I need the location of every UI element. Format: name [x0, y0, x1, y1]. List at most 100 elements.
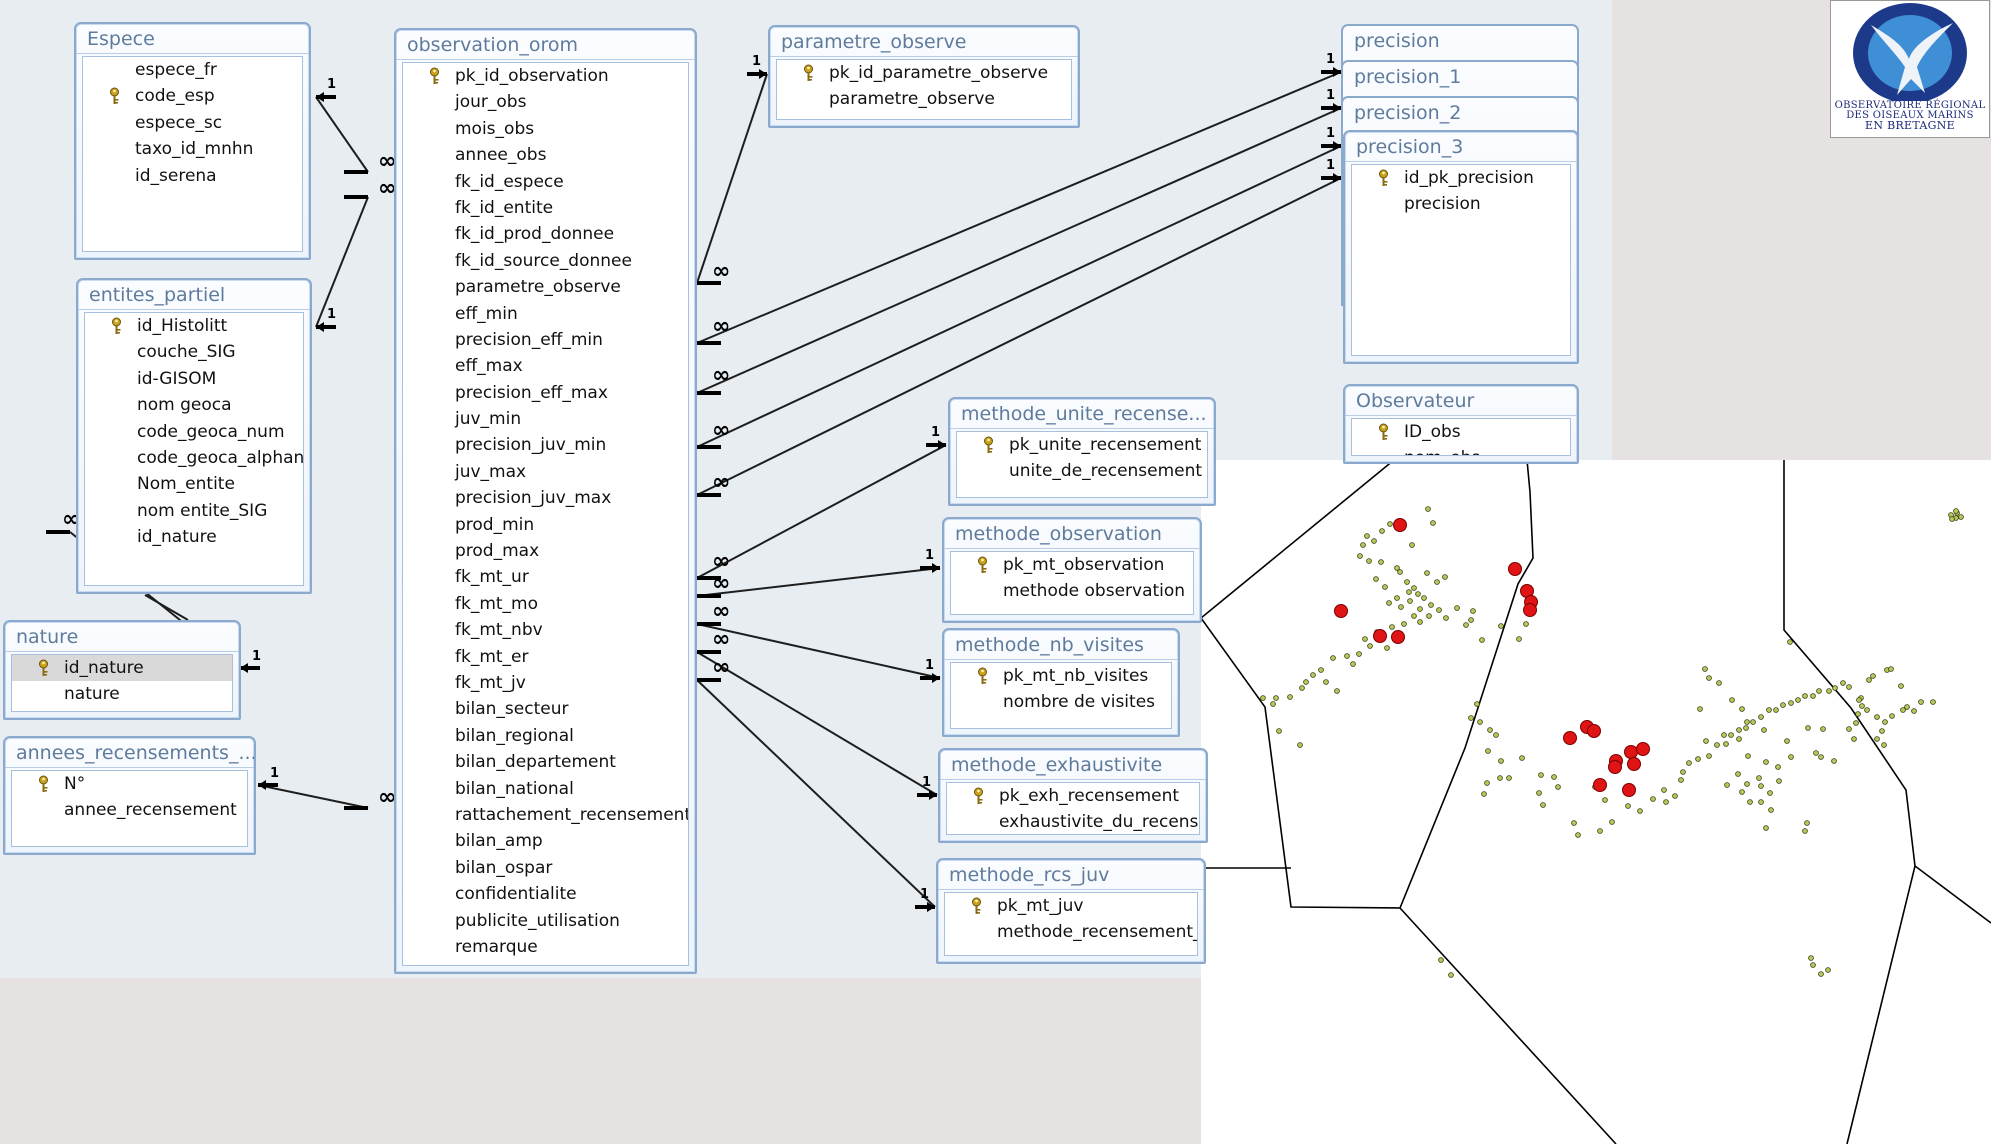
- field-row[interactable]: code_geoca_num: [85, 419, 303, 445]
- field-row[interactable]: nature: [12, 681, 232, 707]
- field-row[interactable]: espece_sc: [83, 110, 302, 136]
- field-row[interactable]: id_nature: [12, 655, 232, 682]
- small-colony-point: [1299, 685, 1305, 691]
- field-row[interactable]: bilan_amp: [403, 828, 688, 854]
- field-row[interactable]: methode_recensement_j: [945, 919, 1197, 945]
- field-row[interactable]: bilan_ospar: [403, 855, 688, 881]
- field-row[interactable]: annee_recensement: [12, 797, 247, 823]
- field-row[interactable]: fk_id_prod_donnee: [403, 221, 688, 247]
- field-row[interactable]: publicite_utilisation: [403, 908, 688, 934]
- field-row[interactable]: id_nature: [85, 524, 303, 550]
- field-row[interactable]: juv_min: [403, 406, 688, 432]
- field-row[interactable]: nom entite_SIG: [85, 498, 303, 524]
- field-row[interactable]: prod_min: [403, 512, 688, 538]
- field-row[interactable]: fk_id_entite: [403, 195, 688, 221]
- field-row[interactable]: id_pk_precision: [1352, 165, 1570, 191]
- small-colony-point: [1637, 808, 1643, 814]
- field-row[interactable]: fk_mt_mo: [403, 591, 688, 617]
- field-row[interactable]: nombre de visites: [951, 689, 1171, 715]
- field-row[interactable]: confidentialite: [403, 881, 688, 907]
- field-row[interactable]: precision_eff_max: [403, 380, 688, 406]
- primary-key-icon: [112, 317, 121, 334]
- field-row[interactable]: fk_mt_jv: [403, 670, 688, 696]
- field-row[interactable]: couche_SIG: [85, 339, 303, 365]
- field-row[interactable]: fk_id_espece: [403, 169, 688, 195]
- field-row[interactable]: unite_de_recensement: [957, 458, 1207, 484]
- field-row[interactable]: precision_juv_max: [403, 485, 688, 511]
- field-row[interactable]: bilan_departement: [403, 749, 688, 775]
- field-row[interactable]: id_serena: [83, 163, 302, 189]
- field-row[interactable]: bilan_national: [403, 776, 688, 802]
- field-row[interactable]: nom geoca: [85, 392, 303, 418]
- field-row[interactable]: fk_mt_er: [403, 644, 688, 670]
- field-row[interactable]: nom_obs: [1352, 445, 1570, 455]
- field-row[interactable]: pk_id_observation: [403, 63, 688, 89]
- field-row[interactable]: precision: [1352, 191, 1570, 217]
- field-row[interactable]: remarque: [403, 934, 688, 960]
- field-row[interactable]: id_Histolitt: [85, 313, 303, 339]
- field-row[interactable]: juv_max: [403, 459, 688, 485]
- field-row[interactable]: precision_juv_min: [403, 432, 688, 458]
- field-row[interactable]: code_geoca_alphanu: [85, 445, 303, 471]
- field-row[interactable]: id-GISOM: [85, 366, 303, 392]
- field-row[interactable]: fk_mt_nbv: [403, 617, 688, 643]
- field-row[interactable]: eff_max: [403, 353, 688, 379]
- field-name: ID_obs: [1404, 422, 1461, 442]
- field-row[interactable]: jour_obs: [403, 89, 688, 115]
- field-row[interactable]: methode observation: [951, 578, 1193, 604]
- field-row[interactable]: taxo_id_mnhn: [83, 136, 302, 162]
- field-row[interactable]: prod_max: [403, 538, 688, 564]
- field-row[interactable]: Nom_entite: [85, 471, 303, 497]
- small-colony-point: [1371, 538, 1377, 544]
- relationship-cardinality-labels: 1∞1∞1∞1∞1∞1∞1∞1∞1∞1∞1∞1∞1∞1∞: [62, 52, 1341, 912]
- field-list[interactable]: N°annee_recensement: [11, 770, 248, 847]
- field-row[interactable]: precision_eff_min: [403, 327, 688, 353]
- field-row[interactable]: parametre_observe: [403, 274, 688, 300]
- field-row[interactable]: fk_mt_ur: [403, 564, 688, 590]
- field-row[interactable]: ID_obs: [1352, 419, 1570, 445]
- field-row[interactable]: annee_obs: [403, 142, 688, 168]
- field-row[interactable]: pk_unite_recensement: [957, 432, 1207, 458]
- field-row[interactable]: pk_mt_nb_visites: [951, 663, 1171, 689]
- field-row[interactable]: espece_fr: [83, 57, 302, 83]
- field-row[interactable]: exhaustivite_du_recense: [947, 809, 1199, 834]
- table-mt-ur[interactable]: methode_unite_recense...pk_unite_recense…: [948, 397, 1216, 506]
- field-row[interactable]: bilan_regional: [403, 723, 688, 749]
- field-row[interactable]: mois_obs: [403, 116, 688, 142]
- field-list[interactable]: ID_obs nom_obs: [1351, 418, 1571, 456]
- field-row[interactable]: fk_id_source_donnee: [403, 248, 688, 274]
- field-row[interactable]: N°: [12, 771, 247, 797]
- field-row[interactable]: bilan_secteur: [403, 696, 688, 722]
- field-row[interactable]: eff_min: [403, 301, 688, 327]
- field-row[interactable]: pk_mt_observation: [951, 552, 1193, 578]
- field-row[interactable]: pk_id_parametre_observe: [777, 60, 1071, 86]
- field-row[interactable]: parametre_observe: [777, 86, 1071, 112]
- field-row[interactable]: code_esp: [83, 83, 302, 109]
- field-row[interactable]: rattachement_recensement: [403, 802, 688, 828]
- field-row[interactable]: pk_exh_recensement: [947, 783, 1199, 809]
- table-annees[interactable]: annees_recensements_...N°annee_recenseme…: [3, 736, 256, 855]
- field-row[interactable]: pk_mt_juv: [945, 893, 1197, 919]
